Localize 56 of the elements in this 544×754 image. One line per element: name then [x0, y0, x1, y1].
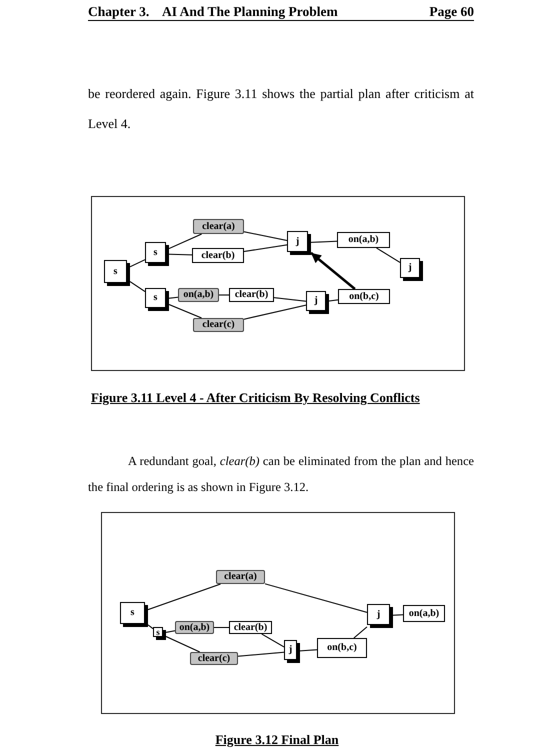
connector-line	[214, 627, 230, 628]
running-header: Chapter 3.	[88, 4, 150, 20]
plan-node: s	[120, 602, 148, 627]
connector-line	[353, 626, 368, 638]
connector-line	[328, 299, 338, 302]
connector-line	[166, 636, 200, 652]
plan-node: j	[367, 604, 393, 628]
connector-line	[148, 624, 154, 630]
connector-line	[261, 634, 284, 648]
connector-line	[300, 649, 318, 652]
plan-node: clear(c)	[193, 318, 244, 332]
paragraph: be reordered again. Figure 3.11 shows the partial plan after criticism at Level 4.	[88, 85, 474, 133]
connector-line	[168, 254, 192, 256]
plan-node: clear(a)	[193, 219, 244, 234]
plan-node: on(a,b)	[403, 605, 445, 622]
plan-node: clear(b)	[192, 248, 244, 263]
plan-node: s	[153, 627, 166, 640]
connector-line	[168, 234, 202, 250]
connector-line	[168, 296, 178, 299]
arrow	[310, 252, 356, 290]
connector-line	[168, 304, 202, 318]
plan-node: on(a,b)	[178, 288, 219, 302]
connector-line	[310, 240, 338, 243]
plan-node: on(b,c)	[338, 289, 390, 304]
plan-node: j	[287, 231, 311, 255]
paragraph: A redundant goal, clear(b) can be eliminated from the plan and hence the final ordering is as shown in Figure 3.12.	[88, 453, 474, 496]
plan-node: clear(b)	[229, 621, 272, 634]
connector-line	[274, 297, 306, 302]
connector-line	[264, 583, 368, 613]
connector-line	[166, 630, 176, 633]
connector-line	[244, 231, 288, 241]
plan-node: j	[284, 640, 300, 663]
figure-caption: Figure 3.12 Final Plan	[215, 732, 339, 748]
connector-line	[376, 248, 400, 263]
plan-node: clear(c)	[190, 652, 238, 665]
connector-line	[244, 304, 306, 320]
connector-line	[130, 259, 146, 268]
connector-line	[148, 584, 222, 610]
connector-line	[130, 281, 146, 292]
plan-node: on(a,b)	[337, 232, 390, 248]
figure-caption: Figure 3.11 Level 4 - After Criticism By Resolving Conflicts	[91, 390, 420, 406]
page-number: Page 60	[429, 4, 474, 20]
plan-node: j	[400, 258, 423, 281]
connector-line	[244, 244, 288, 252]
plan-node: clear(a)	[216, 570, 265, 584]
connector-line	[392, 614, 404, 616]
running-header: AI And The Planning Problem	[162, 4, 338, 20]
plan-node: s	[145, 242, 169, 266]
plan-node: clear(b)	[229, 288, 274, 302]
plan-node: on(b,c)	[317, 638, 367, 658]
plan-node: j	[306, 291, 329, 314]
connector-line	[238, 652, 284, 657]
plan-node: on(a,b)	[175, 621, 214, 634]
plan-node: s	[145, 288, 169, 311]
plan-node: s	[104, 260, 130, 286]
connector-line	[218, 294, 230, 296]
